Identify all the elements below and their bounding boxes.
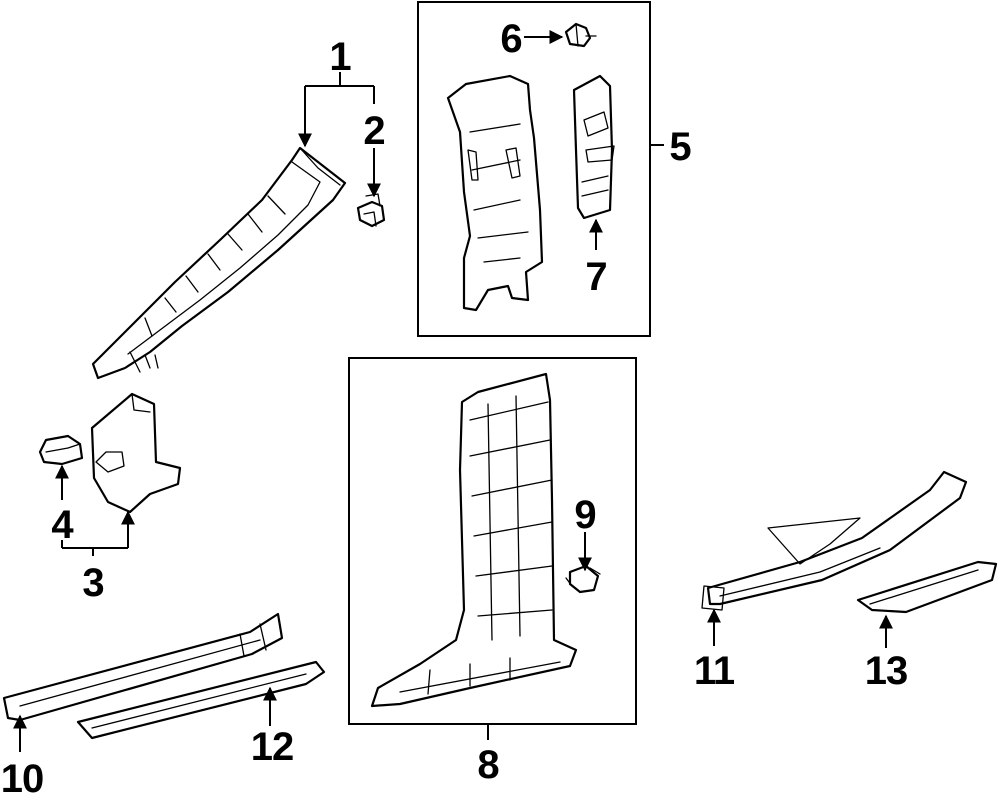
callout-6[interactable]: 6 bbox=[500, 17, 522, 61]
callout-10[interactable]: 10 bbox=[1, 757, 45, 801]
callout-7[interactable]: 7 bbox=[585, 255, 607, 299]
group-box-8 bbox=[348, 357, 637, 725]
part-1-pillar-garnish[interactable] bbox=[91, 146, 347, 380]
callout-11[interactable]: 11 bbox=[694, 649, 736, 693]
callout-13[interactable]: 13 bbox=[865, 649, 909, 693]
callout-9[interactable]: 9 bbox=[574, 493, 596, 537]
part-13-rear-scuff[interactable] bbox=[856, 560, 998, 614]
callout-4[interactable]: 4 bbox=[51, 503, 75, 547]
part-8-lower-garnish[interactable] bbox=[370, 372, 578, 708]
part-3-lower-cover[interactable] bbox=[90, 392, 182, 514]
callout-5[interactable]: 5 bbox=[669, 125, 692, 169]
leader-lines bbox=[13, 30, 893, 752]
callout-labels: 1 2 3 4 5 6 7 8 9 10 11 12 13 bbox=[1, 17, 909, 801]
part-9-clip[interactable] bbox=[565, 564, 601, 594]
part-4-cap[interactable] bbox=[38, 434, 84, 466]
callout-12[interactable]: 12 bbox=[251, 725, 295, 769]
part-11-rear-trim[interactable] bbox=[701, 470, 968, 611]
callout-2[interactable]: 2 bbox=[363, 109, 385, 153]
part-12-rear-scuff[interactable] bbox=[76, 660, 326, 740]
callout-1[interactable]: 1 bbox=[329, 35, 352, 79]
part-5-upper-garnish[interactable] bbox=[446, 74, 544, 312]
callout-8[interactable]: 8 bbox=[477, 743, 500, 787]
group-box-5 bbox=[417, 1, 651, 337]
part-2-clip[interactable] bbox=[356, 193, 386, 228]
part-6-clip[interactable] bbox=[564, 22, 597, 48]
part-5-cover-strip[interactable] bbox=[572, 74, 615, 220]
part-10-scuff-plate[interactable] bbox=[2, 612, 284, 722]
callout-3[interactable]: 3 bbox=[82, 561, 104, 605]
